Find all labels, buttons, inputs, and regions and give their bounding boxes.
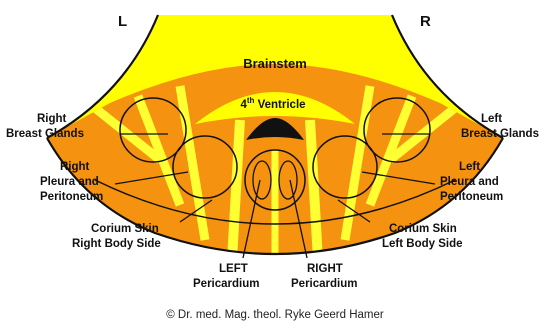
- label-left-pericardium-line2: Pericardium: [193, 278, 259, 290]
- label-left-breast-glands-line1: Left: [481, 113, 502, 125]
- label-right-breast-glands-line2: Breast Glands: [6, 128, 84, 140]
- label-corium-left-line2: Left Body Side: [382, 238, 463, 250]
- label-left-pleura-line2: Pleura and: [440, 176, 499, 188]
- label-right-pleura-line2: Pleura and: [40, 176, 99, 188]
- label-l: L: [118, 13, 127, 30]
- label-corium-right-line2: Right Body Side: [72, 238, 161, 250]
- label-right-pericardium-line1: RIGHT: [307, 263, 343, 275]
- label-corium-right-line1: Corium Skin: [91, 223, 159, 235]
- label-left-pleura-line3: Peritoneum: [440, 191, 503, 203]
- copyright-text: © Dr. med. Mag. theol. Ryke Geerd Hamer: [166, 309, 384, 321]
- label-brainstem: Brainstem: [243, 56, 307, 71]
- label-right-pleura-line3: Peritoneum: [40, 191, 103, 203]
- label-right-breast-glands-line1: Right: [37, 113, 67, 125]
- label-left-pericardium-line1: LEFT: [219, 263, 248, 275]
- label-r: R: [420, 13, 431, 30]
- label-corium-left-line1: Corium Skin: [389, 223, 457, 235]
- label-right-pericardium-line2: Pericardium: [291, 278, 357, 290]
- label-right-pleura-line1: Right: [60, 161, 90, 173]
- label-left-breast-glands-line2: Breast Glands: [461, 128, 539, 140]
- label-left-pleura-line1: Left: [459, 161, 480, 173]
